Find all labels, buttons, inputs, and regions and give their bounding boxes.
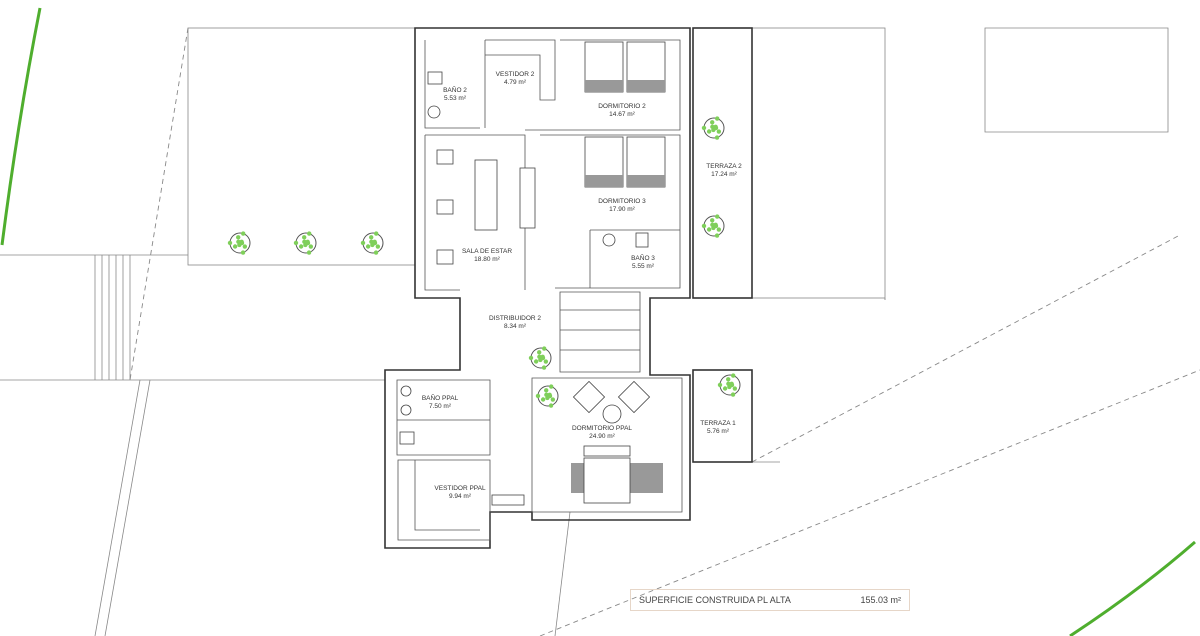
site-boundary-right	[1069, 540, 1196, 636]
exterior-stairs	[94, 255, 131, 380]
room-name: TERRAZA 2	[706, 163, 742, 170]
room-label-terraza-1: TERRAZA 15.76 m²	[700, 420, 736, 435]
tree-icon	[528, 346, 552, 370]
room-name: TERRAZA 1	[700, 420, 736, 427]
room-name: VESTIDOR 2	[496, 71, 535, 78]
room-label-terraza-2: TERRAZA 217.24 m²	[706, 163, 742, 178]
room-area: 9.94 m²	[449, 493, 472, 500]
room-label-distribuidor-2: DISTRIBUIDOR 28.34 m²	[489, 315, 541, 330]
room-area: 7.50 m²	[429, 403, 452, 410]
room-area: 24.90 m²	[589, 433, 615, 440]
tree-icon	[360, 231, 384, 255]
summary-label: SUPERFICIE CONSTRUIDA PL ALTA	[639, 595, 791, 605]
room-name: BAÑO 3	[631, 253, 655, 262]
room-area: 14.67 m²	[609, 111, 635, 118]
built-area-summary: SUPERFICIE CONSTRUIDA PL ALTA 155.03 m²	[630, 589, 910, 611]
room-label-bano-3: BAÑO 35.55 m²	[631, 253, 655, 270]
room-area: 5.55 m²	[632, 263, 655, 270]
site-lines	[0, 27, 1169, 636]
trees	[227, 116, 741, 408]
room-area: 5.76 m²	[707, 428, 730, 435]
tree-icon	[701, 214, 725, 238]
room-labels: BAÑO 25.53 m² VESTIDOR 24.79 m² DORMITORIO…	[422, 71, 742, 500]
room-area: 18.80 m²	[474, 256, 500, 263]
room-area: 8.34 m²	[504, 323, 527, 330]
furniture	[399, 41, 666, 506]
summary-value: 155.03 m²	[860, 595, 901, 605]
site-boundary-left	[0, 7, 42, 246]
room-area: 5.53 m²	[444, 95, 467, 102]
room-name: DISTRIBUIDOR 2	[489, 315, 541, 322]
dashed-setback-lines	[129, 27, 1200, 636]
room-label-vestidor-2: VESTIDOR 24.79 m²	[496, 71, 535, 86]
room-label-dormitorio-3: DORMITORIO 317.90 m²	[598, 198, 646, 213]
room-label-dormitorio-2: DORMITORIO 214.67 m²	[598, 103, 646, 118]
room-name: DORMITORIO 3	[598, 198, 646, 205]
room-name: DORMITORIO PPAL	[572, 425, 632, 432]
tree-icon	[227, 231, 251, 255]
tree-icon	[293, 231, 317, 255]
tree-icon	[535, 384, 559, 408]
tree-icon	[717, 373, 741, 397]
room-name: DORMITORIO 2	[598, 103, 646, 110]
room-area: 4.79 m²	[504, 79, 527, 86]
room-name: VESTIDOR PPAL	[434, 485, 486, 492]
room-name: BAÑO 2	[443, 85, 467, 94]
tree-icon	[701, 116, 725, 140]
room-label-bano-2: BAÑO 25.53 m²	[443, 85, 467, 102]
room-area: 17.90 m²	[609, 206, 635, 213]
building-walls	[384, 27, 753, 549]
room-name: SALA DE ESTAR	[462, 248, 512, 255]
room-name: BAÑO PPAL	[422, 393, 459, 402]
room-area: 17.24 m²	[711, 171, 737, 178]
